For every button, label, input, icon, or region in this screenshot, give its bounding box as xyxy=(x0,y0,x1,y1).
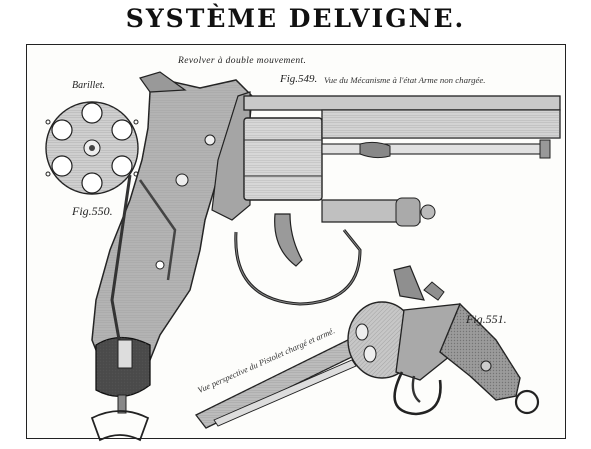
plate-title: SYSTÈME DELVIGNE. xyxy=(125,4,466,33)
fig549-caption: Vue du Mécanisme à l'état Arme non charg… xyxy=(324,75,486,85)
revolver-caption: Revolver à double mouvement. xyxy=(178,56,307,66)
revolver-perspective-figure xyxy=(195,265,540,429)
fig551-label: Fig.551. xyxy=(466,312,507,326)
barillet-label: Barillet. xyxy=(72,80,106,91)
cylinder-figure xyxy=(45,101,139,195)
revolver-section-figure xyxy=(90,71,561,442)
fig549-label: Fig.549. xyxy=(280,73,318,85)
fig550-label: Fig.550. xyxy=(72,204,113,218)
